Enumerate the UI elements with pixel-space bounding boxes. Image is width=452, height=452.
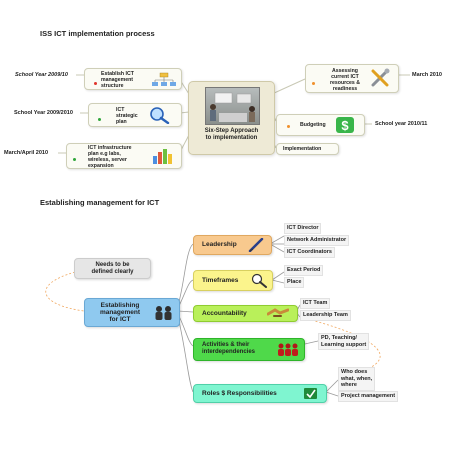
leaf-ict-coordinators[interactable]: ICT Coordinators (284, 247, 335, 258)
tools-icon (371, 68, 390, 87)
strategic-line3: plan (116, 119, 127, 125)
leaf-who-line1: Who does (341, 369, 368, 375)
management-line3: structure (101, 83, 124, 89)
roles-label: Roles $ Responsibilities (202, 390, 277, 397)
establishing-management-node[interactable]: Establishing management for ICT (84, 298, 180, 327)
management-line2: management (101, 77, 133, 83)
strategic-line1: ICT (116, 107, 125, 113)
note-line1: Needs to be (95, 262, 130, 268)
green-dot-icon-2 (73, 158, 76, 161)
budgeting-node[interactable]: Budgeting $ (276, 114, 365, 136)
budgeting-date: School year 2010/11 (375, 121, 428, 127)
infrastructure-line4: expansion (88, 163, 114, 169)
group-icon (278, 343, 298, 356)
red-dot-icon (94, 82, 97, 85)
activities-line2: interdependencies (202, 349, 256, 355)
note-node[interactable]: Needs to be defined clearly (74, 258, 151, 279)
leadership-node[interactable]: Leadership (193, 235, 272, 255)
handshake-icon (267, 308, 289, 317)
assessing-line1: Assessing (332, 68, 358, 74)
activities-line1: Activities & their (202, 342, 250, 348)
leaf-pd-line1: PD, Teaching/ (321, 335, 357, 341)
pen-icon (248, 238, 264, 252)
assessing-resources-node[interactable]: Assessing current ICT resources & readin… (305, 64, 399, 93)
center-label-line2: to implementation (205, 135, 258, 141)
center2-line1: Establishing (100, 302, 140, 309)
leadership-label: Leadership (202, 241, 237, 248)
implementation-node[interactable]: Implementation (276, 143, 339, 155)
leaf-leadership-team[interactable]: Leadership Team (300, 310, 351, 321)
six-step-central-node[interactable]: Six-Step Approach to implementation (188, 81, 275, 155)
leaf-place[interactable]: Place (284, 277, 305, 288)
roles-node[interactable]: Roles $ Responsibilities (193, 384, 327, 403)
infrastructure-date: March/April 2010 (4, 150, 49, 156)
center-label-line1: Six-Step Approach (204, 128, 259, 134)
infrastructure-plan-node[interactable]: ICT infrastructure plan e.g labs, wirele… (66, 143, 182, 169)
timeframes-label: Timeframes (202, 277, 239, 284)
org-chart-icon (152, 72, 176, 86)
center2-line3: for ICT (109, 316, 131, 323)
assessing-line2: current ICT (331, 74, 359, 80)
assessing-line3: resources & (330, 80, 360, 86)
leaf-who-does[interactable]: Who does what, when, where (338, 367, 376, 391)
orange-dot-icon-2 (287, 125, 290, 128)
budgeting-label: Budgeting (300, 122, 326, 128)
svg-text:$: $ (341, 118, 349, 133)
infrastructure-line1: ICT infrastructure (88, 145, 132, 151)
orange-dot-icon (312, 82, 315, 85)
leaf-who-line3: where (341, 382, 357, 388)
accountability-node[interactable]: Accountability (193, 305, 298, 322)
management-date: School Year 2009/10 (15, 72, 68, 78)
implementation-label: Implementation (283, 146, 322, 152)
leaf-ict-director[interactable]: ICT Director (284, 223, 322, 234)
timeframes-node[interactable]: Timeframes (193, 270, 273, 291)
management-line1: Establish ICT (101, 71, 134, 77)
magnifier-icon-2 (251, 273, 267, 288)
green-dot-icon (98, 118, 101, 121)
strategic-plan-node[interactable]: ICT strategic plan (88, 103, 182, 127)
leaf-exact-period[interactable]: Exact Period (284, 265, 324, 276)
check-clipboard-icon (304, 388, 317, 399)
management-structure-node[interactable]: Establish ICT management structure (84, 68, 182, 90)
dollar-icon: $ (336, 117, 354, 133)
leaf-project-management[interactable]: Project management (338, 391, 399, 402)
infrastructure-line2: plan e.g labs, (88, 151, 121, 157)
assessing-date: March 2010 (412, 72, 442, 78)
note-line2: defined clearly (91, 269, 134, 275)
bar-chart-icon (153, 149, 172, 164)
strategic-date: School Year 2009/2010 (14, 110, 73, 116)
leaf-network-administrator[interactable]: Network Administrator (284, 235, 350, 246)
classroom-photo (205, 87, 260, 125)
section1-title: ISS ICT implementation process (40, 29, 155, 38)
infrastructure-line3: wireless, server (88, 157, 127, 163)
strategic-line2: strategic (116, 113, 138, 119)
activities-node[interactable]: Activities & their interdependencies (193, 338, 305, 361)
assessing-line4: readiness (332, 86, 358, 92)
accountability-label: Accountability (202, 310, 247, 317)
people-icon (155, 306, 172, 320)
section2-title: Establishing management for ICT (40, 198, 160, 207)
leaf-pd-line2: Learning support (321, 341, 367, 348)
center2-line2: management (99, 309, 141, 316)
magnifier-icon (150, 107, 170, 124)
leaf-pd-teaching[interactable]: PD, Teaching/ Learning support (318, 333, 370, 350)
leaf-ict-team[interactable]: ICT Team (300, 298, 331, 309)
leaf-who-line2: what, when, (341, 375, 373, 382)
